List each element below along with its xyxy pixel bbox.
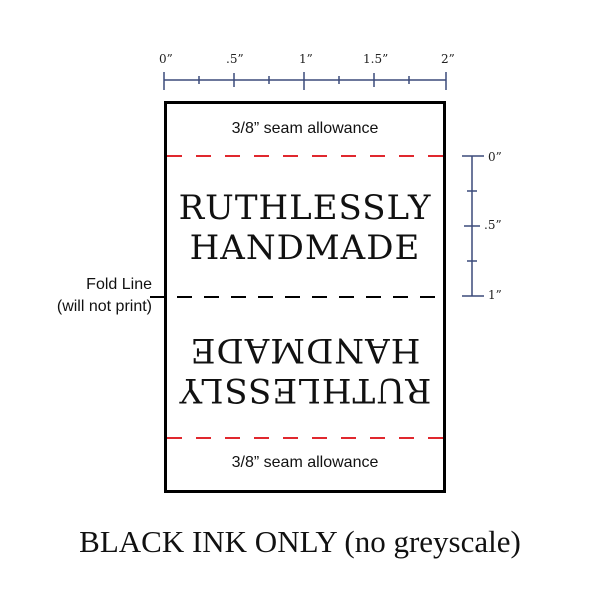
top-ruler-label: 1.5” (363, 52, 389, 66)
side-ruler (462, 155, 484, 297)
brand-line-1-flipped: RUTHLESSLY (178, 370, 432, 410)
top-ruler-label: 1” (299, 52, 313, 66)
top-ruler-label: 0” (159, 52, 173, 66)
side-ruler-label: 0” (488, 150, 502, 164)
brand-line-1: RUTHLESSLY (178, 188, 432, 228)
side-ruler-label: 1” (488, 288, 502, 302)
top-ruler-label: .5” (226, 52, 244, 66)
brand-line-2-flipped: HANDMADE (189, 330, 421, 370)
label-outline: 3/8” seam allowance RUTHLESSLY HANDMADE … (164, 101, 446, 493)
fold-line-label: Fold Line (will not print) (57, 274, 152, 318)
fold-line-note: (will not print) (56, 298, 152, 315)
brand-line-2: HANDMADE (189, 228, 421, 268)
top-ruler-label: 2” (441, 52, 455, 66)
fold-line-title: Fold Line (86, 276, 152, 293)
side-ruler-label: .5” (484, 218, 502, 232)
print-instruction: BLACK INK ONLY (no greyscale) (79, 524, 521, 559)
top-ruler (163, 72, 447, 90)
seam-allowance-bottom: 3/8” seam allowance (231, 454, 379, 471)
seam-allowance-top: 3/8” seam allowance (231, 120, 379, 137)
